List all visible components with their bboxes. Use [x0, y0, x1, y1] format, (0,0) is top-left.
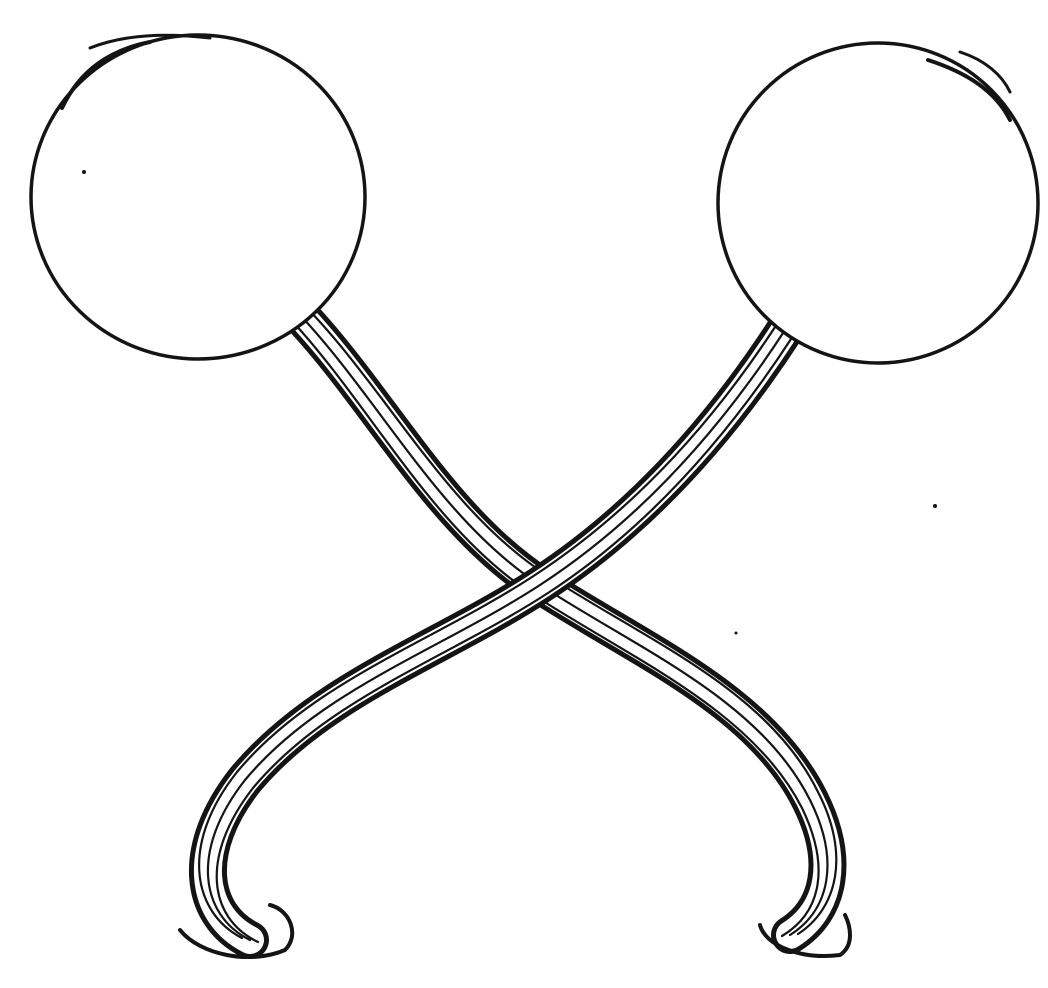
- right-eyeball: [718, 43, 1038, 363]
- paper-speck: [933, 504, 937, 508]
- paper-speck: [735, 632, 738, 635]
- left-eyeball: [31, 35, 365, 359]
- left-eyeball-speck: [82, 170, 86, 174]
- right-optic-nerve-outline: [208, 330, 785, 940]
- bundle-right-eye-to-left-tract: [199, 324, 793, 942]
